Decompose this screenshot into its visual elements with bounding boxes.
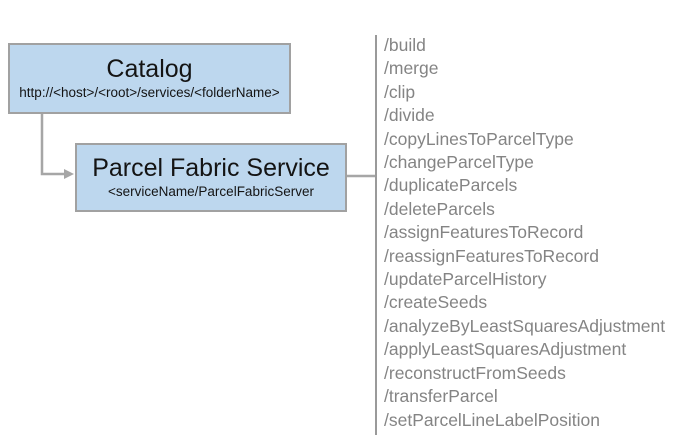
endpoint-item: /assignFeaturesToRecord bbox=[384, 222, 584, 243]
endpoint-item: /merge bbox=[384, 58, 439, 79]
endpoint-item: /setParcelLineLabelPosition bbox=[384, 409, 600, 430]
endpoint-item: /transferParcel bbox=[384, 386, 498, 407]
catalog-node: Catalog http://<host>/<root>/services/<f… bbox=[8, 43, 291, 114]
endpoint-item: /divide bbox=[384, 105, 435, 126]
endpoint-item: /clip bbox=[384, 81, 416, 102]
endpoint-item: /duplicateParcels bbox=[384, 175, 518, 196]
endpoint-item: /createSeeds bbox=[384, 292, 488, 313]
endpoint-item: /changeParcelType bbox=[384, 152, 534, 173]
endpoint-item: /applyLeastSquaresAdjustment bbox=[384, 339, 627, 360]
endpoint-item: /analyzeByLeastSquaresAdjustment bbox=[384, 315, 666, 336]
catalog-to-service-connector bbox=[40, 114, 65, 176]
endpoint-item: /updateParcelHistory bbox=[384, 269, 547, 290]
endpoint-item: /copyLinesToParcelType bbox=[384, 128, 574, 149]
endpoint-list: /build /merge /clip /divide /copyLinesTo… bbox=[384, 34, 665, 432]
endpoint-item: /build bbox=[384, 35, 426, 55]
parcel-fabric-service-title: Parcel Fabric Service bbox=[92, 153, 330, 182]
endpoint-item: /reconstructFromSeeds bbox=[384, 362, 566, 383]
connector-arrowhead-icon bbox=[64, 169, 74, 179]
parcel-fabric-service-node: Parcel Fabric Service <serviceName/Parce… bbox=[75, 143, 347, 212]
catalog-title: Catalog bbox=[106, 54, 193, 83]
endpoint-item: /reassignFeaturesToRecord bbox=[384, 245, 599, 266]
catalog-url: http://<host>/<root>/services/<folderNam… bbox=[19, 85, 280, 101]
parcel-fabric-service-path: <serviceName/ParcelFabricServer bbox=[108, 184, 314, 200]
endpoint-item: /deleteParcels bbox=[384, 198, 495, 219]
